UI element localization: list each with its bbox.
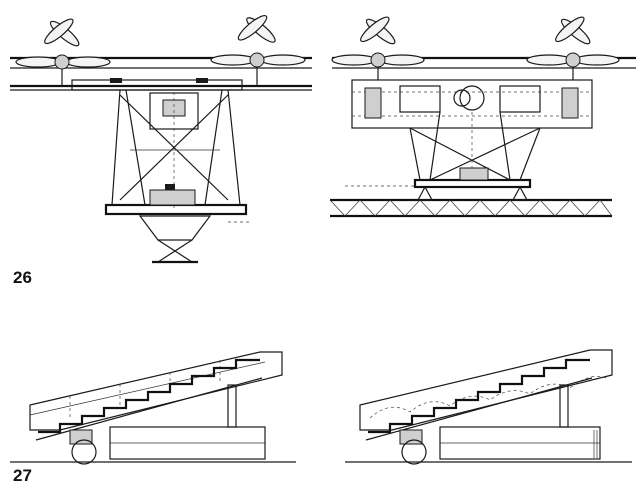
- lowered-platform: [413, 178, 532, 189]
- support-column: [227, 384, 237, 428]
- carriage-frame: [351, 79, 593, 129]
- fig26-right-view: [329, 16, 636, 218]
- fan-rotor-right-1: [331, 16, 425, 80]
- winch-drum: [459, 85, 485, 111]
- support-hopper: [138, 215, 212, 241]
- stand-canopy-right: [359, 349, 613, 431]
- wheel-right: [401, 439, 427, 465]
- fan-rotor-right-2: [526, 16, 620, 80]
- suspended-platform: [104, 203, 248, 216]
- wheel: [71, 439, 97, 465]
- fan-rotor-left-1: [15, 18, 111, 86]
- trolley-beam: [71, 79, 243, 91]
- fig26-left-view: [10, 15, 312, 264]
- stand-canopy: [29, 351, 283, 431]
- stair-steps: [38, 358, 260, 434]
- fan-rotor-left-2: [210, 15, 306, 86]
- truss-support-right: [511, 185, 529, 201]
- platform-machinery: [149, 189, 196, 206]
- support-column-right: [559, 384, 569, 428]
- figure-number-26: 26: [13, 268, 32, 287]
- figure-number-27: 27: [13, 466, 32, 485]
- fig27-left-view: [10, 351, 296, 465]
- stair-steps-right: [368, 358, 590, 434]
- fig27-right-view: [345, 349, 632, 465]
- truss-support-left: [416, 185, 434, 201]
